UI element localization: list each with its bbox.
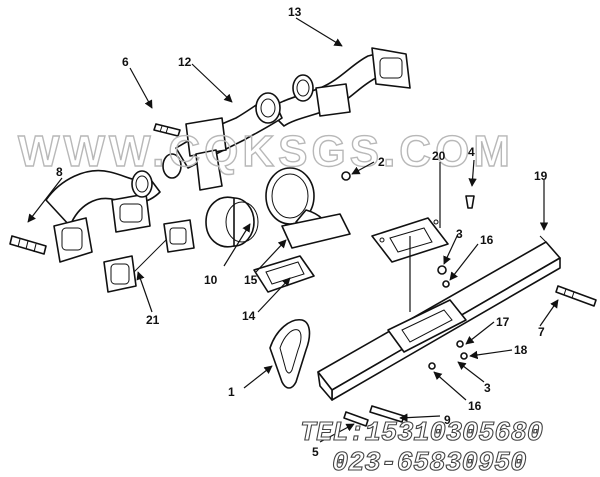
callout-3-top: 3 xyxy=(456,227,463,241)
callout-1: 1 xyxy=(228,385,235,399)
callout-18: 18 xyxy=(514,343,528,357)
callout-7: 7 xyxy=(538,325,545,339)
callout-16-top: 16 xyxy=(480,233,494,247)
exhaust-elbow xyxy=(265,167,351,249)
callout-19: 19 xyxy=(534,169,548,183)
callout-15: 15 xyxy=(244,273,258,287)
callout-12: 12 xyxy=(178,55,192,69)
exhaust-manifold-middle xyxy=(162,92,283,191)
callout-21: 21 xyxy=(146,313,160,327)
callout-16-bottom: 16 xyxy=(468,399,482,413)
callout-17: 17 xyxy=(496,315,510,329)
fasteners xyxy=(341,171,475,427)
contact-phone-2: 023-65830950 xyxy=(332,449,526,477)
contact-phone: TEL:15310305680 xyxy=(300,419,543,449)
callout-2: 2 xyxy=(378,155,385,169)
elbow-gasket xyxy=(253,255,315,293)
loop-clamp xyxy=(269,319,311,389)
callout-6: 6 xyxy=(122,55,129,69)
callout-14: 14 xyxy=(242,309,256,323)
callout-20: 20 xyxy=(432,149,446,163)
callout-10: 10 xyxy=(204,273,218,287)
callout-13: 13 xyxy=(288,5,302,19)
exhaust-manifold-rear xyxy=(267,47,411,127)
callout-labels: 13 12 6 8 2 20 4 19 3 16 10 15 14 21 1 7… xyxy=(56,5,548,459)
callout-4: 4 xyxy=(468,145,475,159)
callout-8: 8 xyxy=(56,165,63,179)
leader-lines xyxy=(27,17,559,443)
manifold-bolt xyxy=(153,123,181,137)
exhaust-plug xyxy=(205,196,259,248)
callout-5: 5 xyxy=(312,445,319,459)
callout-3-bottom: 3 xyxy=(484,381,491,395)
exhaust-manifold-front xyxy=(45,169,161,263)
manifold-gaskets xyxy=(103,219,195,293)
support-rail xyxy=(317,235,561,401)
watermark-text: WWW.CQKSGS.COM xyxy=(18,127,514,176)
stud-bolt xyxy=(9,235,47,255)
callout-9: 9 xyxy=(444,413,451,427)
rail-bolt xyxy=(555,285,597,307)
